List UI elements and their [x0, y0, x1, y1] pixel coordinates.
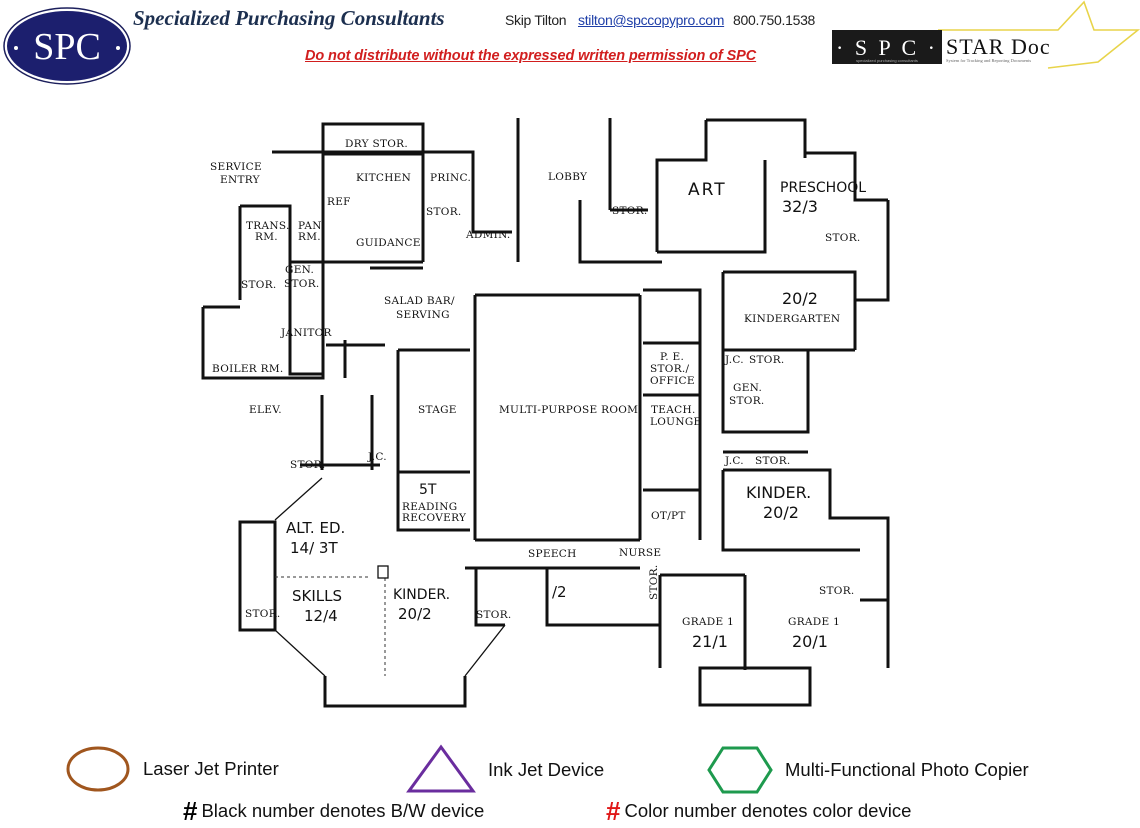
room-stor-skills: STOR. [245, 608, 281, 620]
room-gen-stor-2: STOR. [284, 278, 320, 290]
contact-name: Skip Tilton [505, 12, 567, 28]
room-otpt: OT/PT [651, 510, 686, 522]
room-teach-lounge: TEACH. [651, 404, 696, 416]
room-pe-stor: P. E. [660, 351, 684, 363]
distribution-warning: Do not distribute without the expressed … [305, 48, 757, 64]
room-pan: PAN. [298, 220, 325, 232]
room-service-entry: SERVICE [210, 161, 262, 173]
count-kinder-e: 20/2 [763, 503, 799, 522]
count-kindergarten: 20/2 [782, 289, 818, 308]
room-art: ART [688, 180, 727, 200]
room-stor-sw: STOR. [290, 459, 326, 471]
room-kinder-s: KINDER. [393, 587, 450, 603]
room-pe-stor-2: STOR./ [650, 363, 690, 375]
room-trans-2: RM. [255, 231, 278, 243]
room-lobby: LOBBY [548, 171, 588, 183]
room-guidance: GUIDANCE [356, 237, 421, 249]
room-grade1-b: GRADE 1 [788, 616, 840, 628]
count-grade1-b: 20/1 [792, 632, 828, 651]
walls [201, 118, 890, 708]
legend-mfp-label: Multi-Functional Photo Copier [785, 759, 1029, 780]
room-teach-lounge-2: LOUNGE [650, 416, 701, 428]
room-stor-e3: STOR. [819, 585, 855, 597]
contact-email-link[interactable]: stilton@spccopypro.com [578, 12, 725, 28]
room-trans: TRANS. [246, 220, 290, 232]
room-salad-bar-2: SERVING [396, 309, 450, 321]
room-jc-e2: J.C. [724, 455, 744, 467]
count-reading: 5T [419, 482, 437, 498]
red-hash-icon: # [606, 796, 621, 826]
room-gen-stor-e-2: STOR. [729, 395, 765, 407]
count-preschool: 32/3 [782, 197, 818, 216]
room-nurse: NURSE [619, 547, 661, 559]
stardoc-subtitle: System for Tracking and Reporting Docume… [946, 58, 1031, 63]
room-stor-e1: STOR. [749, 354, 785, 366]
room-stor-west: STOR. [241, 279, 277, 291]
room-alt-ed: ALT. ED. [286, 519, 345, 537]
stardoc-title: STAR Doc [946, 34, 1051, 59]
room-service-entry-2: ENTRY [220, 174, 261, 186]
room-ref: REF [327, 196, 351, 208]
count-speech: /2 [552, 583, 567, 601]
ink-jet-triangle-icon [406, 744, 476, 793]
handwritten-annotations: ART PRESCHOOL 32/3 20/2 KINDER. 20/2 21/… [286, 180, 866, 651]
room-stor-e2: STOR. [755, 455, 791, 467]
contact-phone: 800.750.1538 [733, 12, 816, 28]
mfp-hexagon-icon [707, 746, 773, 794]
room-jc-e1: J.C. [724, 354, 744, 366]
room-stor-lobby: STOR. [612, 205, 648, 217]
black-hash-icon: # [183, 796, 198, 826]
room-skills: SKILLS [292, 587, 342, 605]
room-pe-stor-3: OFFICE [650, 375, 695, 387]
room-stor-preschool: STOR. [825, 232, 861, 244]
logo-text: SPC [33, 26, 101, 68]
room-grade1-a: GRADE 1 [682, 616, 734, 628]
legend-bw: #Black number denotes B/W device [183, 796, 484, 827]
star-outline-icon [938, 0, 1140, 69]
legend-ink-label: Ink Jet Device [488, 759, 605, 780]
room-gen-stor-e: GEN. [733, 382, 762, 394]
room-kinder-e: KINDER. [746, 483, 811, 502]
stardoc-badge-sub: specialized purchasing consultants [856, 58, 918, 63]
room-labels: DRY STOR. SERVICE ENTRY KITCHEN REF PRIN… [210, 138, 861, 628]
count-kinder-s: 20/2 [398, 605, 432, 623]
legend-laser-label: Laser Jet Printer [143, 758, 279, 779]
room-gen-stor: GEN. [285, 264, 314, 276]
room-stor-kinder-s: STOR. [476, 609, 512, 621]
room-stor-nurse: STOR. [648, 564, 660, 600]
laser-printer-circle-icon [66, 746, 130, 792]
room-jc-sw: J.C. [367, 451, 387, 463]
room-dry-stor: DRY STOR. [345, 138, 408, 150]
room-janitor: JANITOR [280, 327, 333, 339]
room-preschool: PRESCHOOL [780, 180, 866, 196]
room-reading-2: RECOVERY [402, 512, 467, 524]
room-pan-2: RM. [298, 231, 321, 243]
room-multi-purpose: MULTI-PURPOSE ROOM [499, 404, 638, 416]
room-princ: PRINC. [430, 172, 471, 184]
room-stage: STAGE [418, 404, 457, 416]
room-kindergarten: KINDERGARTEN [744, 313, 840, 325]
room-admin: ADMIN. [465, 229, 511, 241]
count-grade1-a: 21/1 [692, 632, 728, 651]
room-stor-admin: STOR. [426, 206, 462, 218]
room-boiler: BOILER RM. [212, 363, 284, 375]
room-elev: ELEV. [249, 404, 282, 416]
company-name: Specialized Purchasing Consultants [133, 6, 445, 30]
room-reading: READING [402, 501, 457, 513]
stardoc-badge: · S P C · [836, 35, 938, 60]
count-alt-ed: 14/ 3T [290, 539, 338, 557]
room-kitchen: KITCHEN [356, 172, 411, 184]
star-doc-logo: · S P C · specialized purchasing consult… [832, 0, 1140, 69]
room-salad-bar: SALAD BAR/ [384, 295, 455, 307]
spc-logo: SPC [3, 7, 131, 85]
count-skills: 12/4 [304, 607, 338, 625]
legend-color-label: Color number denotes color device [624, 800, 912, 821]
legend-bw-label: Black number denotes B/W device [201, 800, 485, 821]
room-speech: SPEECH [528, 548, 577, 560]
legend-color: #Color number denotes color device [606, 796, 911, 827]
